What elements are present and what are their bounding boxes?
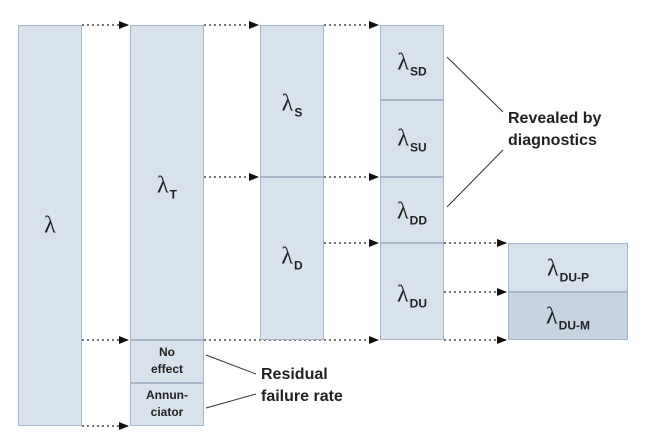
annunciator-line2: ciator (150, 405, 184, 419)
lambda-du-m-box (508, 292, 628, 340)
lambda-s-label: λS (281, 90, 303, 120)
annunciator-box (130, 383, 204, 426)
lambda-t-label: λT (157, 172, 177, 202)
lambda-du-p-label: λDU-P (547, 255, 589, 285)
residual-leader-1 (205, 354, 257, 375)
lambda-du-m-label: λDU-M (546, 303, 590, 333)
lambda-d-label: λD (281, 243, 303, 273)
lambda-du-p-box (508, 243, 628, 292)
lambda-du-box (380, 243, 444, 340)
lambda-sd-box (380, 25, 444, 100)
revealed-note-line2: diagnostics (508, 132, 597, 149)
revealed-leader-1 (446, 56, 504, 113)
lambda-t-box (130, 25, 204, 340)
no-effect-box (130, 340, 204, 383)
lambda-du-label: λDU (397, 281, 427, 311)
no-effect-label: No effect (130, 344, 204, 378)
residual-failure-rate-note: Residual failure rate (261, 364, 343, 408)
lambda-d-box (260, 177, 324, 340)
annunciator-line1: Annun- (146, 388, 188, 402)
lambda-total-label: λ (44, 212, 56, 239)
no-effect-line1: No (159, 345, 175, 359)
annunciator-label: Annun- ciator (130, 387, 204, 421)
revealed-by-diagnostics-note: Revealed by diagnostics (508, 108, 601, 152)
lambda-dd-label: λDD (397, 198, 427, 228)
lambda-sd-label: λSD (397, 49, 427, 79)
revealed-leader-2 (446, 149, 504, 208)
residual-note-line1: Residual (261, 366, 328, 383)
lambda-s-box (260, 25, 324, 177)
residual-note-line2: failure rate (261, 388, 343, 405)
residual-leader-2 (205, 393, 257, 409)
lambda-su-label: λSU (397, 125, 427, 155)
revealed-note-line1: Revealed by (508, 110, 602, 127)
no-effect-line2: effect (150, 362, 183, 376)
lambda-su-box (380, 100, 444, 177)
lambda-total-box (18, 25, 82, 426)
lambda-dd-box (380, 177, 444, 243)
